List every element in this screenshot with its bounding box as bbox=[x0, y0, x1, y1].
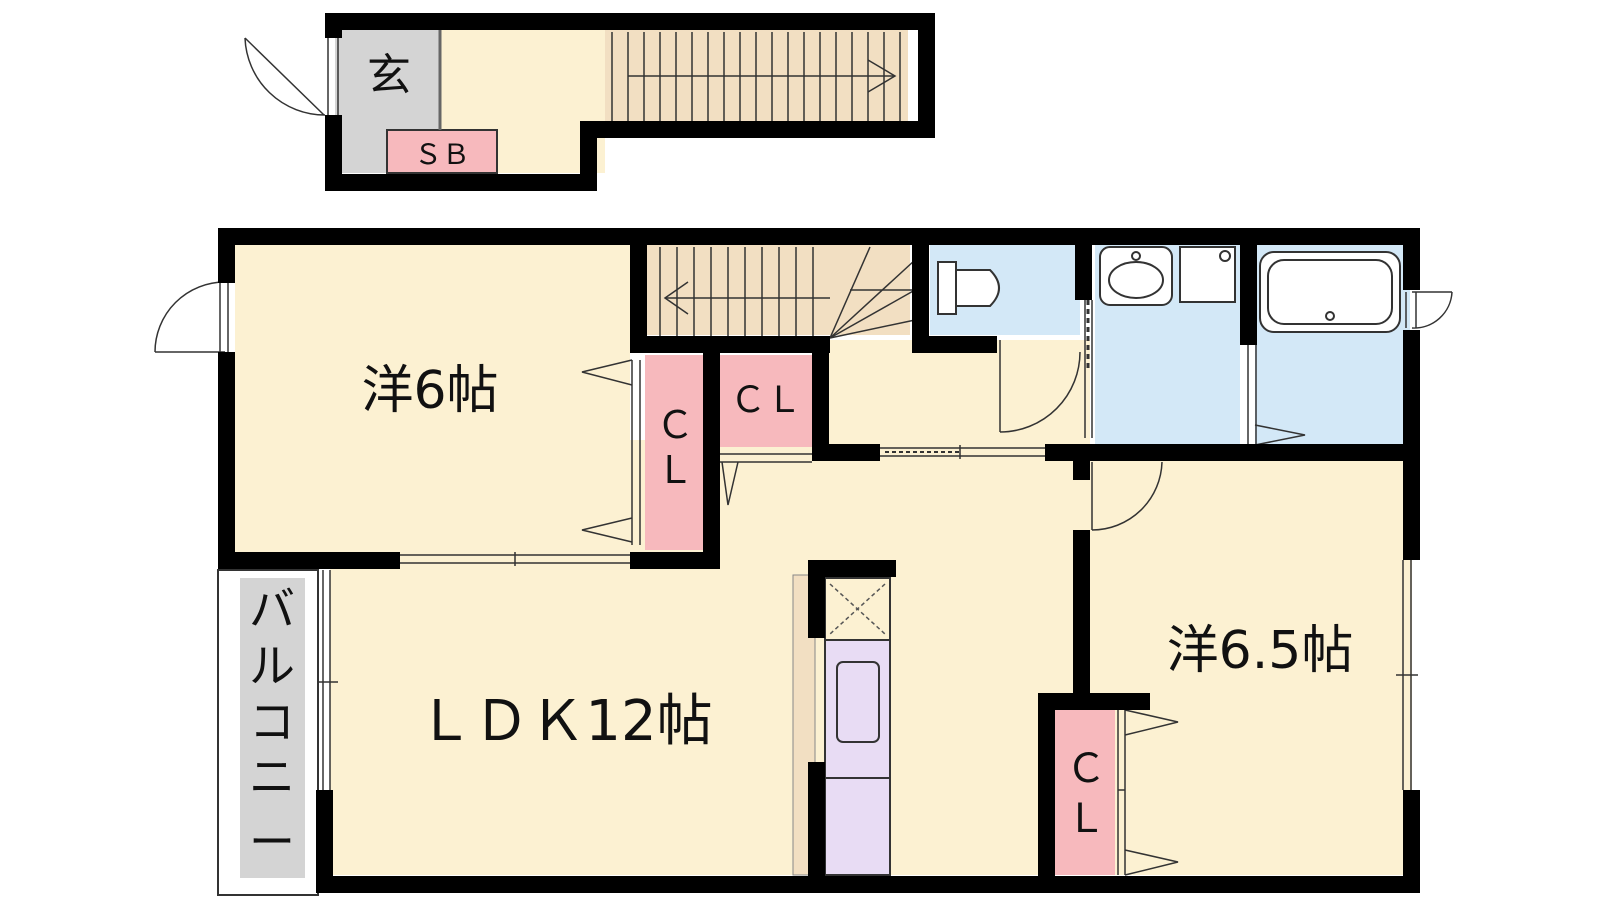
closet-c-label-line2: Ｌ bbox=[1066, 796, 1106, 842]
balcony-label-4: ニ bbox=[249, 750, 295, 804]
western-room-a-label: 洋6帖 bbox=[361, 361, 498, 421]
toilet-icon bbox=[937, 261, 1000, 315]
upper-stair-treads bbox=[611, 32, 901, 123]
ldk-label: ＬＤＫ12帖 bbox=[417, 689, 712, 754]
main-stair-treads bbox=[659, 246, 916, 339]
entrance-door bbox=[244, 37, 339, 116]
sink-basin bbox=[836, 661, 880, 743]
washbasin-icon bbox=[1099, 246, 1236, 306]
hall-floor-main bbox=[820, 340, 1090, 450]
main-walls bbox=[218, 228, 1420, 893]
entrance-label: 玄 bbox=[367, 50, 411, 101]
fridge-cross bbox=[829, 583, 886, 635]
balcony-label-2: ル bbox=[249, 639, 295, 693]
closet-a-label-line2: Ｌ bbox=[656, 448, 694, 492]
western-room-b-label: 洋6.5帖 bbox=[1167, 621, 1354, 681]
closet-a-label: Ｃ Ｌ bbox=[656, 403, 694, 492]
entry-level bbox=[244, 13, 935, 191]
bathtub-icon bbox=[1259, 251, 1401, 333]
balcony-label-5: ー bbox=[249, 815, 295, 869]
closet-c-label-line1: Ｃ bbox=[1066, 746, 1106, 792]
western-room-b-floor bbox=[1090, 460, 1412, 875]
closet-b bbox=[720, 355, 812, 447]
balcony-label: バ ル コ ニ ー bbox=[249, 582, 295, 869]
closet-b-label: ＣＬ bbox=[730, 380, 802, 421]
shoebox bbox=[386, 129, 498, 174]
closet-c bbox=[1055, 705, 1115, 875]
closet-c-label: Ｃ Ｌ bbox=[1066, 746, 1106, 842]
doors bbox=[154, 281, 1453, 876]
entry-walls bbox=[325, 13, 935, 191]
balcony-floor bbox=[240, 578, 305, 878]
balcony-label-3: コ bbox=[249, 695, 295, 749]
shoebox-label: ＳＢ bbox=[414, 138, 470, 171]
balcony-label-1: バ bbox=[249, 582, 295, 636]
closet-a-label-line1: Ｃ bbox=[656, 403, 694, 447]
closet-a bbox=[645, 355, 705, 550]
